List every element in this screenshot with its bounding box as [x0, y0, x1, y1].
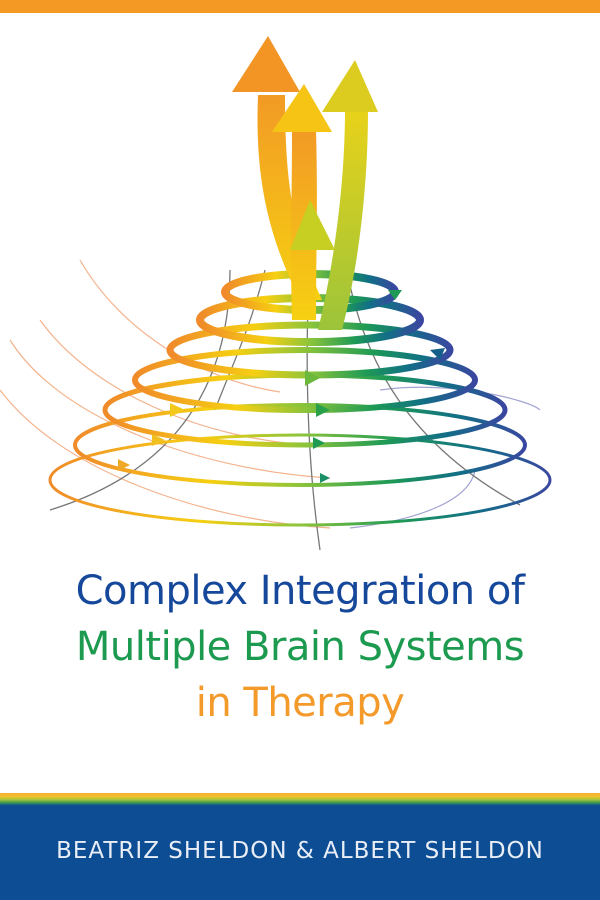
gradient-stripe — [0, 793, 600, 805]
title-line-3: in Therapy — [195, 680, 405, 726]
top-orange-bar — [0, 0, 600, 13]
authors: BEATRIZ SHELDON & ALBERT SHELDON — [56, 838, 544, 864]
title-line-1: Complex Integration of — [75, 568, 525, 614]
author-banner: BEATRIZ SHELDON & ALBERT SHELDON — [0, 805, 600, 900]
book-title: Complex Integration of Multiple Brain Sy… — [0, 563, 600, 731]
title-line-2: Multiple Brain Systems — [75, 624, 525, 670]
spiral-arrows-illustration — [0, 36, 552, 551]
